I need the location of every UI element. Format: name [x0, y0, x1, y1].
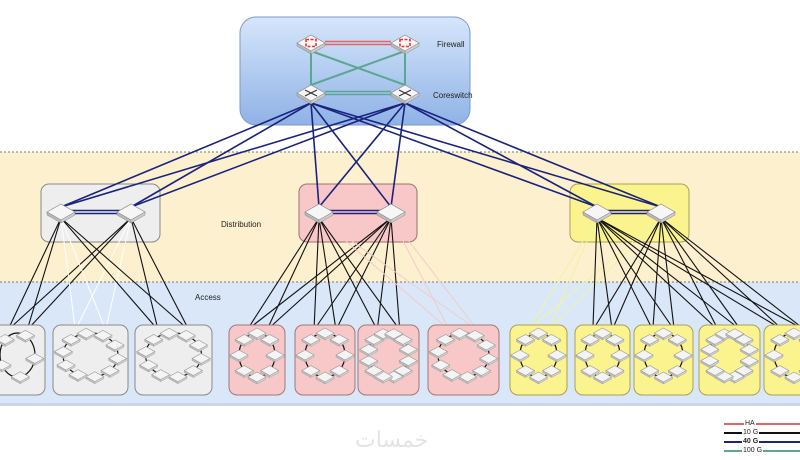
legend-label: 40 G [742, 437, 760, 446]
uplink-10g [596, 217, 654, 331]
uplink-10g [596, 217, 784, 331]
uplink-10g [313, 217, 320, 331]
uplink-10g [60, 217, 159, 331]
uplink-10g [318, 217, 378, 331]
legend-label: HA [744, 419, 756, 428]
uplink-10g [596, 217, 800, 328]
uplink-10g [592, 217, 662, 331]
uplink-10g [313, 217, 392, 331]
link-40g [318, 102, 406, 208]
link-40g [310, 102, 598, 208]
uplink-10g [592, 217, 598, 331]
link-40g [404, 102, 598, 208]
uplink-10g [60, 217, 76, 331]
link-40g [130, 102, 312, 208]
switch-arrows-icon [304, 89, 318, 97]
access-label: Access [195, 293, 221, 302]
switch-arrows-icon [398, 89, 412, 97]
uplink-10g [335, 217, 392, 331]
uplink-10g [26, 217, 132, 331]
uplink-10g [611, 217, 662, 331]
uplink-10g [318, 217, 337, 331]
uplink-10g [660, 217, 800, 327]
legend-item: 100 G [724, 446, 800, 455]
uplink-10g [660, 217, 675, 331]
uplink-10g [266, 217, 392, 331]
uplink-10g [60, 217, 107, 331]
watermark: خمسات [355, 428, 429, 453]
uplink-10g [26, 217, 62, 331]
firewall-icon [305, 38, 317, 48]
firewall-icon [399, 38, 411, 48]
uplink-10g [266, 217, 320, 331]
coreswitch-label: Coreswitch [433, 91, 473, 100]
uplink-10g [390, 217, 450, 331]
link-40g [60, 102, 406, 208]
legend-swatch [724, 423, 800, 425]
uplink-10g [105, 217, 132, 331]
uplink-10g [390, 217, 401, 331]
link-40g [310, 102, 392, 208]
link-100g [310, 50, 406, 86]
uplink-10g [660, 217, 784, 331]
uplink-10g [527, 217, 598, 331]
uplink-10g [596, 217, 613, 331]
legend-item: 40 G [724, 437, 800, 446]
uplink-10g [246, 217, 392, 331]
uplink-10g [60, 217, 190, 331]
legend-item: 10 G [724, 428, 800, 437]
uplink-10g [318, 217, 450, 331]
uplink-10g [318, 217, 401, 331]
legend-swatch [724, 432, 800, 434]
uplink-10g [246, 217, 320, 331]
legend-label: 100 G [742, 446, 764, 455]
legend-label: 10 G [742, 428, 760, 437]
uplink-10g [390, 217, 478, 331]
uplink-10g [130, 217, 190, 331]
uplink-10g [596, 217, 719, 331]
uplink-10g [130, 217, 159, 331]
link-40g [390, 102, 406, 208]
legend-item: HA [724, 419, 800, 428]
link-40g [310, 102, 662, 208]
uplink-10g [548, 217, 598, 331]
uplink-10g [596, 217, 675, 331]
uplink-10g [74, 217, 132, 331]
legend-swatch [724, 441, 800, 443]
link-40g [310, 102, 320, 208]
firewall-label: Firewall [437, 40, 465, 49]
link-40g [60, 102, 312, 208]
link-40g [404, 102, 662, 208]
distribution-label: Distribution [221, 220, 262, 229]
core-group [239, 16, 471, 126]
uplink-10g [7, 217, 62, 331]
uplink-10g [596, 217, 742, 331]
uplink-10g [318, 217, 478, 331]
uplink-10g [7, 217, 132, 331]
